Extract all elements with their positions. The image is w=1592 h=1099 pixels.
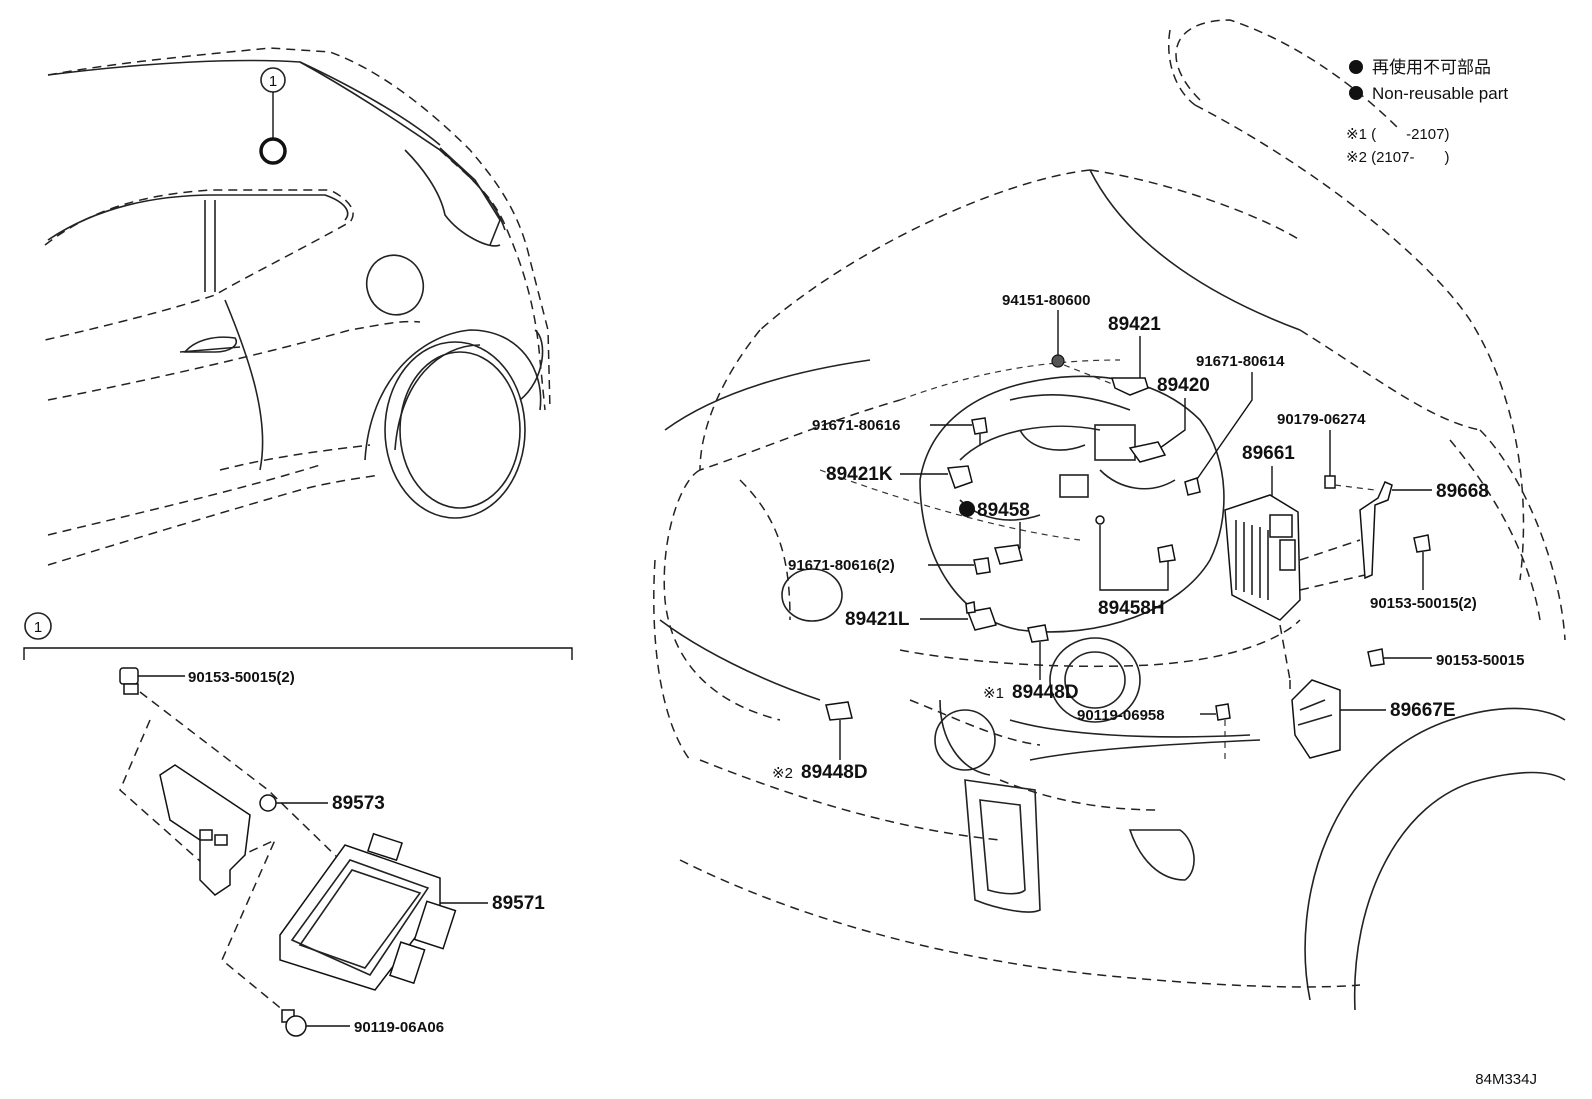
bolt-icon bbox=[281, 1009, 350, 1037]
label-91671-80616-2: 91671-80616(2) bbox=[788, 557, 895, 574]
legend-note-1: ※1 ( -2107) bbox=[1346, 126, 1449, 143]
label-90119-06A06: 90119-06A06 bbox=[354, 1019, 444, 1036]
legend-note-2: ※2 (2107- ) bbox=[1346, 149, 1449, 166]
label-91671-80616: 91671-80616 bbox=[812, 417, 900, 434]
legend-jp: 再使用不可部品 bbox=[1372, 57, 1491, 77]
callout-number: 1 bbox=[269, 73, 277, 90]
label-89448D-2: 89448D bbox=[801, 762, 868, 783]
label-91671-80614: 91671-80614 bbox=[1196, 353, 1285, 370]
sensor-icon bbox=[994, 544, 1023, 565]
non-reusable-icon bbox=[1349, 86, 1363, 100]
bolt-icon bbox=[965, 601, 976, 614]
label-89448D-2-mark: ※2 bbox=[772, 765, 793, 782]
label-90153-50015-2-left: 90153-50015(2) bbox=[188, 669, 295, 686]
label-89420: 89420 bbox=[1157, 375, 1210, 396]
label-90179-06274: 90179-06274 bbox=[1277, 411, 1366, 428]
inset-number: 1 bbox=[34, 619, 42, 636]
legend-en: Non-reusable part bbox=[1372, 84, 1508, 103]
label-89458: 89458 bbox=[977, 500, 1030, 521]
label-89421L: 89421L bbox=[845, 609, 910, 630]
inset-panel: 1 90153-50015(2) 89573 bbox=[23, 612, 573, 1037]
bolt-icon bbox=[1367, 648, 1385, 667]
callout-marker-1: 1 bbox=[259, 67, 287, 165]
sensor-icon bbox=[1110, 377, 1149, 396]
label-89571: 89571 bbox=[492, 893, 545, 914]
label-90153-50015: 90153-50015 bbox=[1436, 652, 1524, 669]
label-89458H: 89458H bbox=[1098, 598, 1165, 619]
clip-icon bbox=[1324, 475, 1336, 489]
non-reusable-icon bbox=[1349, 60, 1363, 74]
label-89667E: 89667E bbox=[1390, 700, 1456, 721]
sensor-location-icon bbox=[259, 137, 287, 165]
bracket-icon bbox=[1359, 481, 1393, 580]
bolt-icon bbox=[971, 417, 988, 435]
label-89448D-1: 89448D bbox=[1012, 682, 1079, 703]
bolt-icon bbox=[973, 557, 991, 575]
sensor-icon bbox=[966, 607, 997, 631]
sensor-icon bbox=[946, 465, 973, 489]
label-90153-50015-2-right: 90153-50015(2) bbox=[1370, 595, 1477, 612]
label-89573: 89573 bbox=[332, 793, 385, 814]
bracket-icon bbox=[1027, 624, 1049, 643]
non-reusable-icon bbox=[959, 501, 975, 517]
bolt-icon bbox=[1184, 477, 1201, 496]
legend: 再使用不可部品 Non-reusable part ※1 ( -2107) ※2… bbox=[1346, 57, 1508, 166]
label-90119-06958: 90119-06958 bbox=[1077, 707, 1165, 724]
sensor-icon bbox=[1128, 441, 1167, 463]
rear-car-illustration bbox=[44, 47, 551, 566]
clip-icon bbox=[1051, 354, 1065, 368]
bolt-icon bbox=[119, 667, 185, 695]
bolt-icon bbox=[1413, 534, 1431, 553]
bolt-icon bbox=[1215, 703, 1231, 721]
figure-reference: 84M334J bbox=[1475, 1071, 1537, 1088]
label-89668: 89668 bbox=[1436, 481, 1489, 502]
label-89421: 89421 bbox=[1108, 314, 1161, 335]
radar-module-icon bbox=[279, 832, 488, 991]
bracket-icon bbox=[159, 764, 328, 896]
label-94151-80600: 94151-80600 bbox=[1002, 292, 1090, 309]
ecu-icon bbox=[1224, 494, 1301, 621]
label-89448D-1-mark: ※1 bbox=[983, 685, 1004, 702]
bracket-icon bbox=[825, 701, 853, 721]
label-89421K: 89421K bbox=[826, 464, 893, 485]
label-89661: 89661 bbox=[1242, 443, 1295, 464]
sensor-icon bbox=[1157, 544, 1176, 563]
front-car-illustration bbox=[653, 19, 1566, 1011]
